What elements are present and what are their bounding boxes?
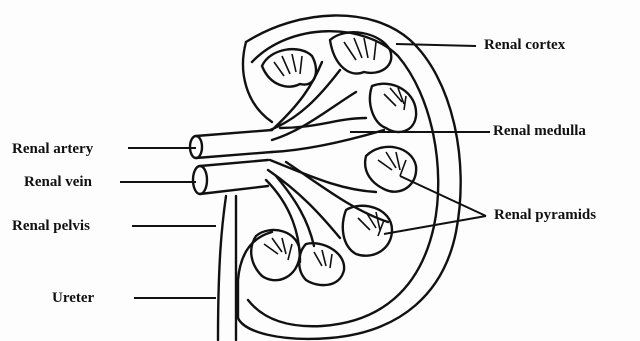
label-renal-cortex: Renal cortex (484, 38, 565, 53)
kidney-outer-capsule (238, 15, 461, 338)
label-ureter: Ureter (52, 291, 94, 306)
renal-pyramid-1 (262, 49, 316, 86)
leader-renal-pyramids-a (400, 176, 486, 216)
label-renal-pelvis: Renal pelvis (12, 219, 90, 234)
label-renal-medulla: Renal medulla (493, 124, 586, 139)
label-renal-vein: Renal vein (24, 175, 92, 190)
renal-pelvis (218, 196, 226, 340)
renal-cortex-inner-boundary (248, 31, 438, 326)
renal-artery (196, 130, 272, 158)
label-renal-pyramids: Renal pyramids (494, 208, 596, 223)
label-renal-artery: Renal artery (12, 142, 93, 157)
kidney-hilum (243, 42, 272, 122)
renal-vein-opening (193, 166, 207, 194)
kidney-hilum-lower (238, 232, 272, 318)
renal-vein (200, 160, 268, 194)
leader-renal-cortex (396, 44, 476, 46)
